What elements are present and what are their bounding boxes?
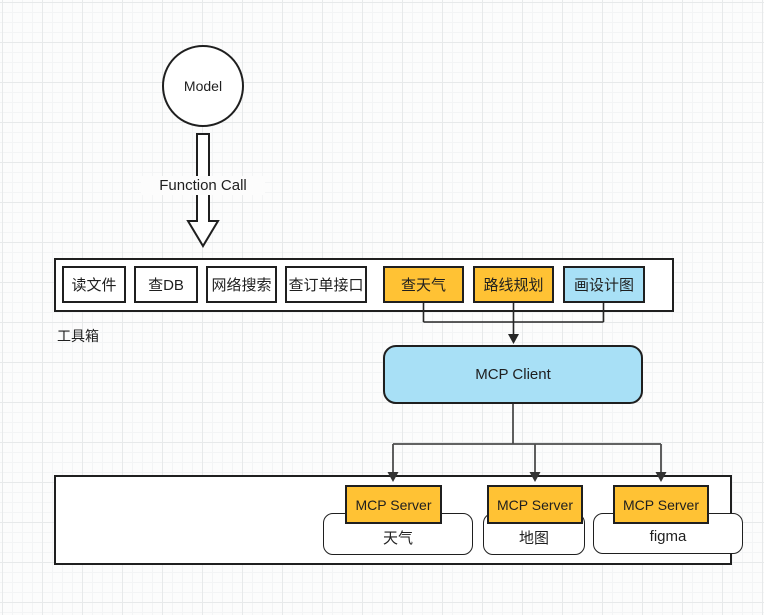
tool-label: 查订单接口 — [288, 277, 364, 294]
tool-read-file: 读文件 — [62, 266, 126, 303]
mcp-server-label: MCP Server — [623, 496, 699, 513]
mcp-server-label: MCP Server — [497, 496, 573, 513]
service-label: 天气 — [382, 529, 413, 547]
service-label: figma — [649, 528, 687, 545]
mcp-client-node: MCP Client — [383, 345, 643, 404]
tool-draw-design: 画设计图 — [563, 266, 645, 303]
mcp-server-label: MCP Server — [355, 496, 432, 513]
toolbox-caption: 工具箱 — [57, 328, 99, 344]
mcp-server-node-weather: MCP Server — [345, 485, 442, 524]
mcp-server-node-map: MCP Server — [487, 485, 583, 524]
service-label: 地图 — [518, 529, 549, 547]
client-to-server-wires — [392, 404, 662, 476]
tool-label: 网络搜索 — [211, 277, 272, 294]
mcp-client-label: MCP Client — [475, 366, 551, 383]
tool-route-planning: 路线规划 — [473, 266, 554, 303]
tool-query-order-api: 查订单接口 — [285, 266, 367, 303]
model-label: Model — [183, 78, 223, 94]
tool-label: 读文件 — [71, 277, 117, 294]
tool-label: 路线规划 — [483, 277, 544, 294]
function-call-label: Function Call — [141, 176, 265, 195]
tool-query-db: 查DB — [134, 266, 198, 303]
arrowhead-client — [508, 334, 519, 344]
tool-query-weather: 查天气 — [383, 266, 464, 303]
tool-label: 查天气 — [400, 277, 446, 294]
mcp-server-node-figma: MCP Server — [613, 485, 709, 524]
tool-web-search: 网络搜索 — [206, 266, 277, 303]
tool-label: 画设计图 — [573, 277, 634, 294]
tool-label: 查DB — [148, 277, 184, 294]
model-node: Model — [162, 45, 244, 127]
